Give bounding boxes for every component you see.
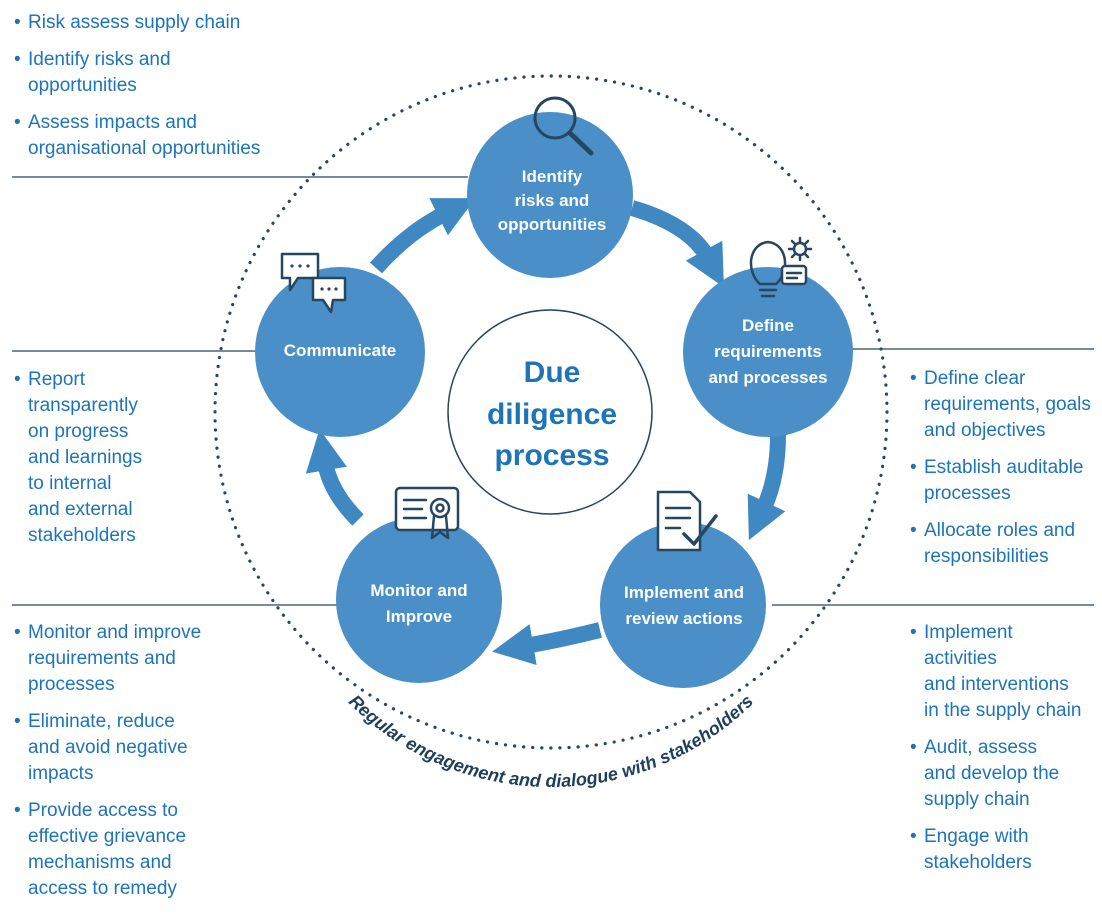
arrow-define-to-implement [747,434,786,541]
center-title: diligence [487,398,617,431]
list-item: Report transparently on progress and lea… [14,367,214,549]
list-item: Engage with stakeholders [910,824,1100,876]
certificate-icon [394,486,460,540]
list-item: Monitor and improve requirements and pro… [14,620,274,698]
dotted-stakeholder-ring [213,74,889,750]
node-identify-label: Identify [522,167,583,186]
list-top-left: Risk assess supply chain Identify risks … [14,10,334,173]
ring-caption: Regular engagement and dialogue with sta… [345,691,757,791]
list-item: Provide access to effective grievance me… [14,798,274,902]
list-item: Define clear requirements, goals and obj… [910,366,1100,444]
arrow-communicate-to-identify [370,198,476,274]
node-communicate-label: Communicate [284,341,396,360]
node-identify-label: risks and [515,191,590,210]
center-title: process [494,439,609,472]
node-define-label: Define [742,316,794,335]
lightbulb-gear-icon [749,236,813,298]
node-implement-label: Implement and [624,583,744,602]
list-item: Eliminate, reduce and avoid negative imp… [14,709,274,787]
node-implement-label: review actions [625,609,742,628]
node-implement: Implement and review actions [600,490,766,688]
list-item: Establish auditable processes [910,455,1100,507]
arrow-monitor-to-communicate [305,429,364,526]
center-circle [447,309,653,515]
node-monitor-label: Monitor and [370,581,467,600]
node-identify-label: opportunities [498,215,607,234]
ring-caption-path: Regular engagement and dialogue with sta… [345,691,757,791]
list-item: Risk assess supply chain [14,10,334,36]
list-mid-left: Report transparently on progress and lea… [14,367,214,560]
checklist-icon [656,490,718,552]
list-item: Audit, assess and develop the supply cha… [910,735,1100,813]
arrow-identify-to-define [629,200,724,288]
node-communicate: Communicate [255,252,425,437]
list-item: Identify risks and opportunities [14,47,334,99]
list-bottom-left: Monitor and improve requirements and pro… [14,620,274,913]
list-item: Allocate roles and responsibilities [910,518,1100,570]
center-title: Due [524,356,581,389]
node-monitor: Monitor and Improve [336,486,502,683]
magnifying-glass-icon [533,96,594,156]
chat-bubbles-icon [280,252,347,314]
list-mid-right: Define clear requirements, goals and obj… [910,366,1100,581]
arrow-implement-to-monitor [492,622,602,666]
node-identify: Identify risks and opportunities [467,96,633,278]
list-item: Assess impacts and organisational opport… [14,110,334,162]
list-item: Implement activities and interventions i… [910,620,1100,724]
list-bottom-right: Implement activities and interventions i… [910,620,1100,887]
node-monitor-label: Improve [386,607,452,626]
node-define: Define requirements and processes [683,236,853,437]
node-define-label: and processes [708,368,827,387]
node-define-label: requirements [714,342,822,361]
